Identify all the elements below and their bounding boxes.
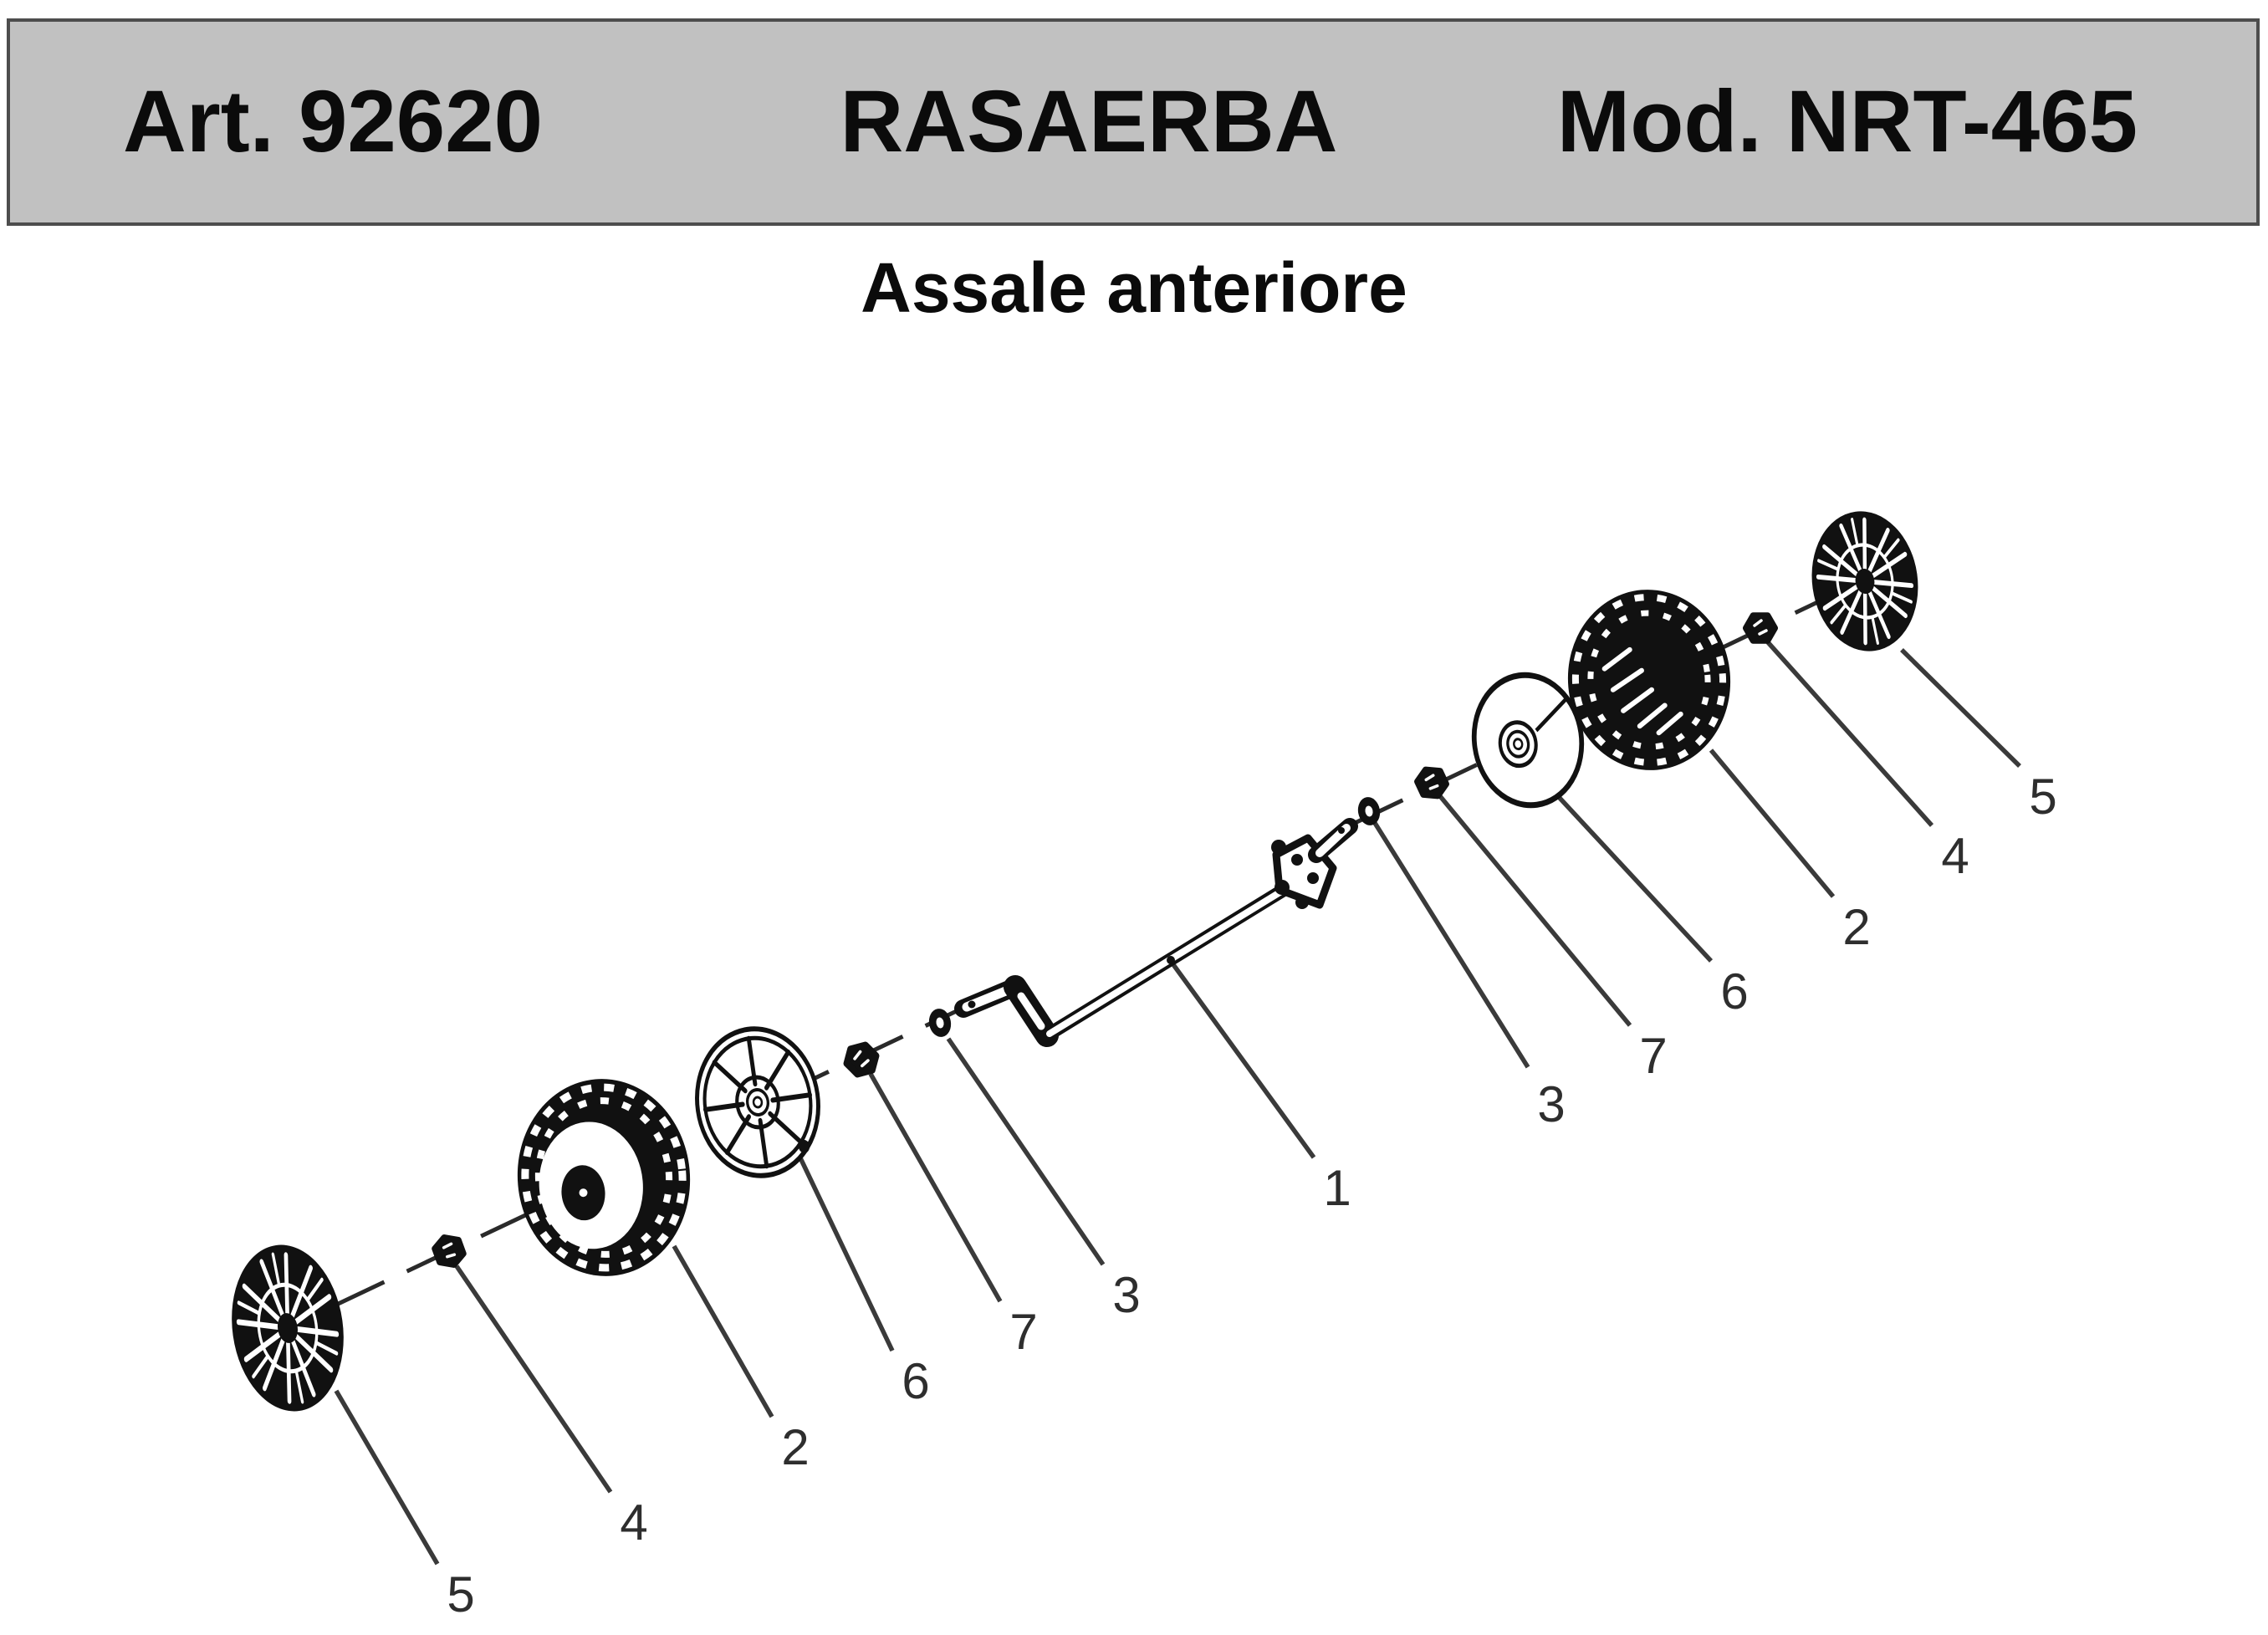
callout-2-left: 2 xyxy=(781,1419,809,1475)
leader-1 xyxy=(1170,962,1316,1159)
wheel-left xyxy=(517,1079,691,1276)
callout-5-left: 5 xyxy=(447,1566,474,1622)
leader-2-right xyxy=(1709,749,1836,898)
rim-disc-left xyxy=(687,1021,827,1183)
wheel-cover-right xyxy=(1803,504,1927,658)
callout-3-right: 3 xyxy=(1537,1076,1565,1132)
callout-4-right: 4 xyxy=(1941,828,1969,884)
leader-7-right xyxy=(1438,795,1632,1027)
callout-6-left: 6 xyxy=(902,1353,929,1409)
leader-2-left xyxy=(672,1244,774,1418)
product-name: RASAERBA xyxy=(840,73,1338,171)
leader-3-left xyxy=(946,1037,1106,1266)
callout-2-right: 2 xyxy=(1842,899,1870,955)
axle-nut-right xyxy=(1746,616,1775,640)
callout-3-left: 3 xyxy=(1112,1267,1140,1323)
wheel-right xyxy=(1567,590,1731,770)
callout-4-left: 4 xyxy=(620,1494,647,1551)
callout-7-right: 7 xyxy=(1639,1028,1667,1084)
leader-7-left xyxy=(868,1072,1003,1303)
leader-6-left xyxy=(794,1147,895,1352)
leader-6-right xyxy=(1555,795,1714,963)
callout-5-right: 5 xyxy=(2029,769,2056,825)
callout-1: 1 xyxy=(1323,1160,1351,1216)
diagram-title: Assale anteriore xyxy=(861,248,1407,327)
hex-nut-right xyxy=(1417,769,1447,796)
callout-7-left: 7 xyxy=(1009,1304,1037,1360)
article-number: Art. 92620 xyxy=(123,73,543,171)
leader-5-right xyxy=(1900,648,2021,768)
leader-lines xyxy=(334,641,2021,1566)
leader-3-right xyxy=(1372,821,1530,1069)
header-bar: Art. 92620 RASAERBA Mod. NRT-465 xyxy=(7,18,2260,226)
wheel-cover-left xyxy=(222,1238,355,1418)
washer-left xyxy=(927,1007,953,1039)
callouts: 5 4 2 6 7 3 1 3 7 6 2 4 5 xyxy=(447,769,2056,1622)
model-number: Mod. NRT-465 xyxy=(1556,73,2138,171)
axle-nut-left xyxy=(433,1237,466,1266)
leader-5-left xyxy=(334,1389,440,1566)
leader-4-left xyxy=(454,1265,613,1494)
front-axle xyxy=(954,818,1358,1047)
rim-disc-right xyxy=(1471,672,1585,809)
leader-4-right xyxy=(1765,641,1934,827)
callout-6-right: 6 xyxy=(1720,963,1748,1019)
